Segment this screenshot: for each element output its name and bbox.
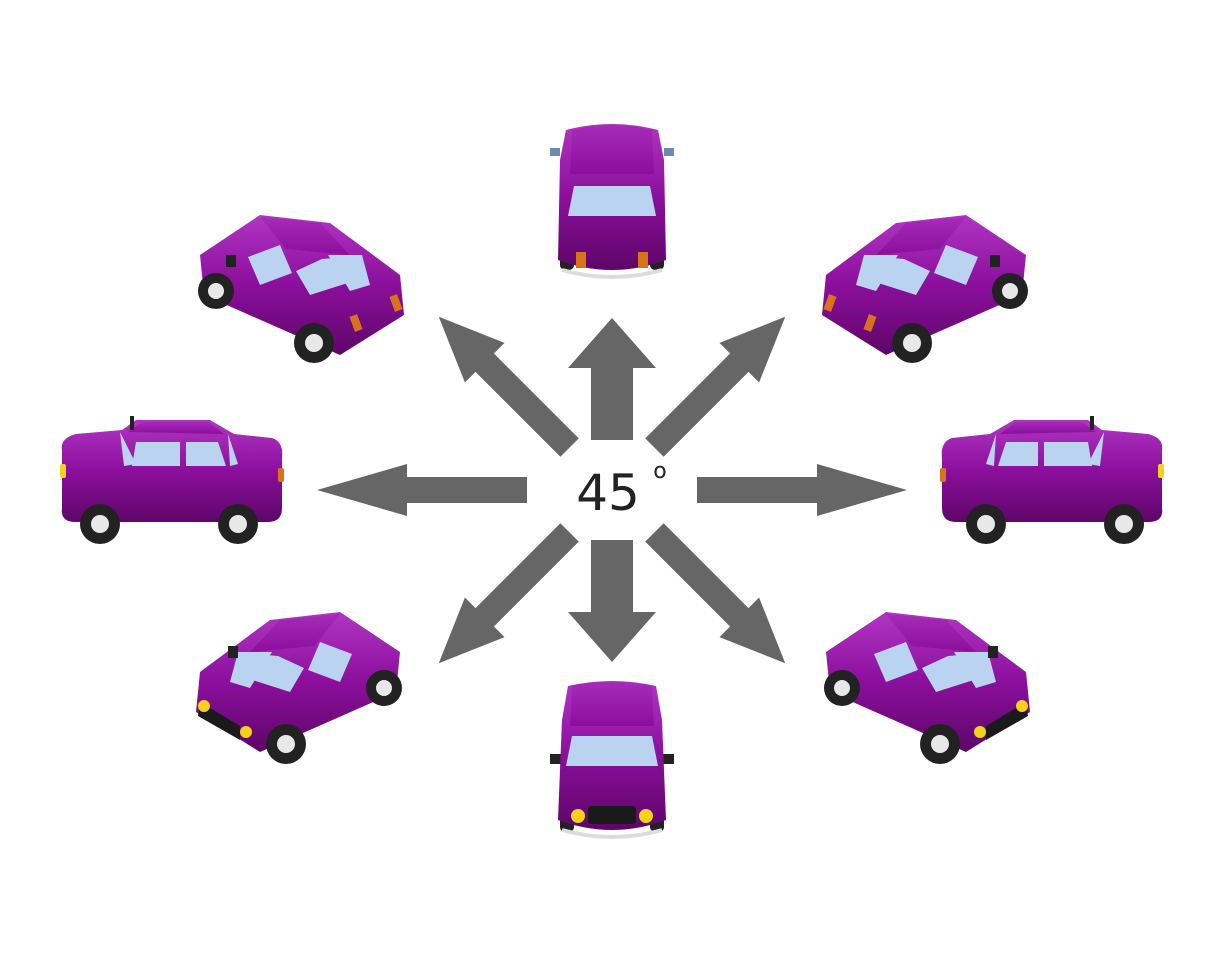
car-icon [822, 215, 1028, 363]
car-icon [196, 612, 402, 764]
angle-value: 45 [576, 464, 640, 522]
arrow-icon [568, 318, 656, 440]
degree-symbol: o [653, 459, 666, 484]
arrow-icon [438, 523, 579, 664]
arrow-icon [438, 316, 579, 457]
arrow-icon [645, 316, 786, 457]
car-icon [824, 612, 1030, 764]
car-icon [60, 416, 284, 544]
direction-arrows [317, 316, 907, 664]
car-icon [550, 681, 674, 839]
car-icon [198, 215, 404, 363]
arrow-icon [697, 464, 907, 516]
car-icon [940, 416, 1164, 544]
arrow-icon [317, 464, 527, 516]
angle-label: 45 o [576, 459, 667, 522]
car-icon [550, 124, 674, 279]
arrow-icon [645, 523, 786, 664]
arrow-icon [568, 540, 656, 662]
